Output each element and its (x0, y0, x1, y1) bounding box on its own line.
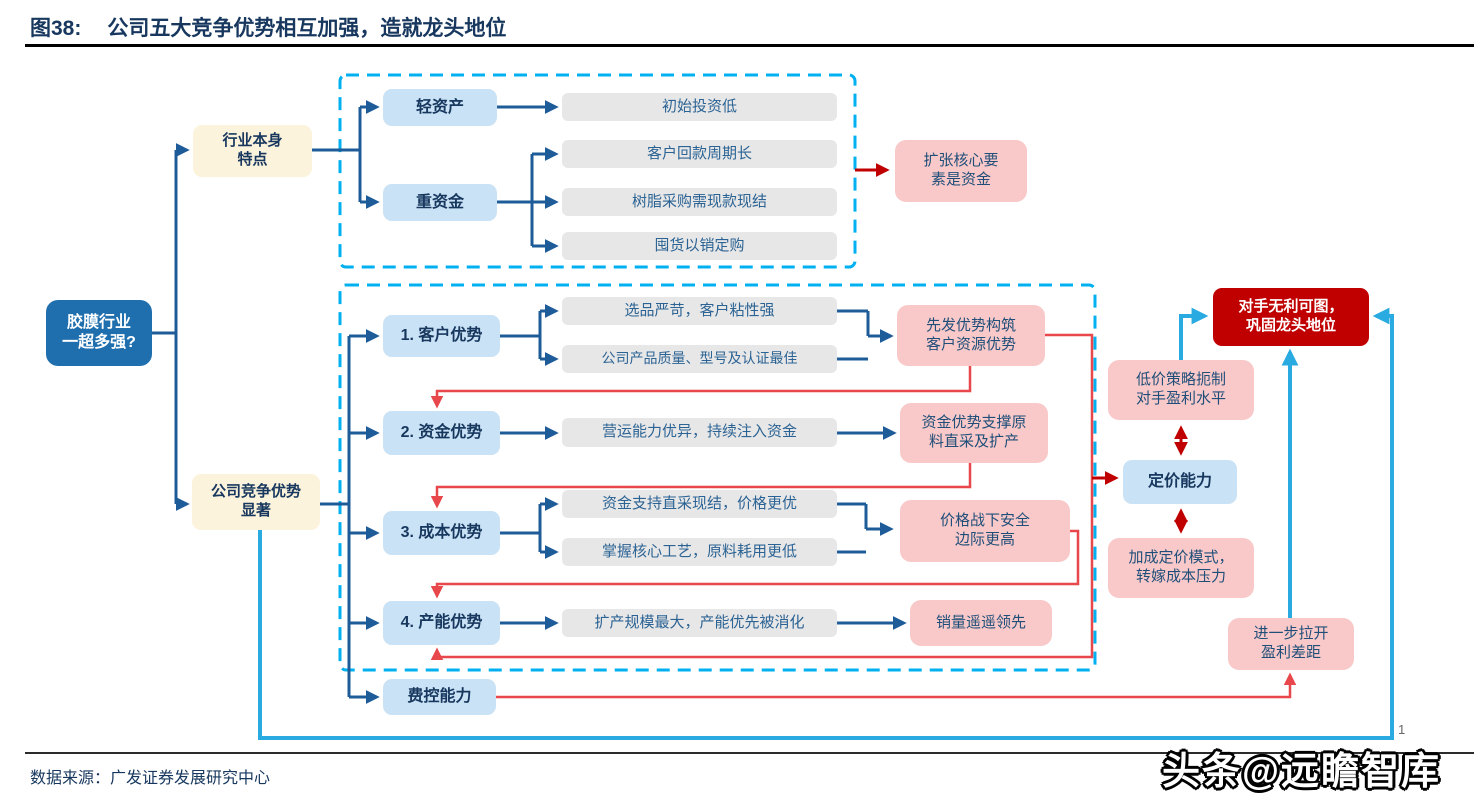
node-pricing-power: 定价能力 (1123, 460, 1237, 504)
node-industry-traits: 行业本身 特点 (193, 125, 312, 177)
node-core-process-low-consumption: 掌握核心工艺，原料耗用更低 (562, 538, 837, 566)
figure-label: 图38: (30, 17, 82, 40)
figure-title: 图38: 公司五大竞争优势相互加强，造就龙头地位 (30, 12, 506, 42)
node-cost-control: 费控能力 (383, 679, 496, 715)
node-heavy-capital: 重资金 (383, 184, 497, 221)
node-price-war-safety-margin: 价格战下安全 边际更高 (900, 500, 1070, 562)
node-capital-supports-expansion: 资金优势支撑原 料直采及扩产 (900, 403, 1048, 463)
node-sales-leading: 销量遥遥领先 (910, 600, 1052, 646)
node-low-initial-investment: 初始投资低 (562, 93, 837, 121)
page-number: 1 (1398, 722, 1406, 737)
watermark: 头条@远瞻智库 (1162, 751, 1442, 793)
node-direct-procurement-price: 资金支持直采现结，价格更优 (562, 490, 837, 518)
node-light-asset: 轻资产 (383, 89, 497, 126)
node-stock-by-sales: 囤货以销定购 (562, 232, 837, 260)
node-rival-no-profit: 对手无利可图， 巩固龙头地位 (1213, 288, 1369, 346)
red-feedback-lines (430, 333, 1297, 699)
cyan-arrows (258, 307, 1394, 740)
node-expansion-core-capital: 扩张核心要 素是资金 (895, 140, 1027, 202)
data-source: 数据来源：广发证券发展研究中心 (30, 770, 271, 787)
dark-red-arrows (855, 163, 1188, 534)
node-advantage-4-capacity: 4. 产能优势 (383, 601, 500, 645)
blue-arrows (152, 100, 907, 704)
node-resin-cash-settlement: 树脂采购需现款现结 (562, 188, 837, 216)
figure-title-text: 公司五大竞争优势相互加强，造就龙头地位 (107, 17, 507, 40)
node-strict-selection: 选品严苛，客户粘性强 (562, 297, 837, 325)
node-advantage-3-cost: 3. 成本优势 (383, 511, 500, 555)
node-widen-profit-gap: 进一步拉开 盈利差距 (1228, 618, 1354, 670)
node-long-payback: 客户回款周期长 (562, 140, 837, 168)
footer-divider (25, 752, 1474, 754)
node-industry-question: 胶膜行业 一超多强? (46, 300, 152, 366)
title-divider (25, 44, 1474, 47)
node-first-mover-customer-resources: 先发优势构筑 客户资源优势 (897, 305, 1045, 366)
dashed-box-industry-traits (338, 73, 857, 269)
node-markup-pricing: 加成定价模式， 转嫁成本压力 (1108, 538, 1254, 598)
node-best-quality-certification: 公司产品质量、型号及认证最佳 (562, 345, 837, 373)
node-largest-expansion: 扩产规模最大，产能优先被消化 (562, 609, 837, 637)
node-company-advantages: 公司竞争优势 显著 (192, 474, 320, 530)
node-low-price-strategy: 低价策略扼制 对手盈利水平 (1108, 360, 1254, 420)
node-advantage-2-capital: 2. 资金优势 (383, 411, 500, 455)
node-operating-capability: 营运能力优异，持续注入资金 (562, 418, 837, 447)
node-advantage-1-customer: 1. 客户优势 (383, 315, 500, 357)
